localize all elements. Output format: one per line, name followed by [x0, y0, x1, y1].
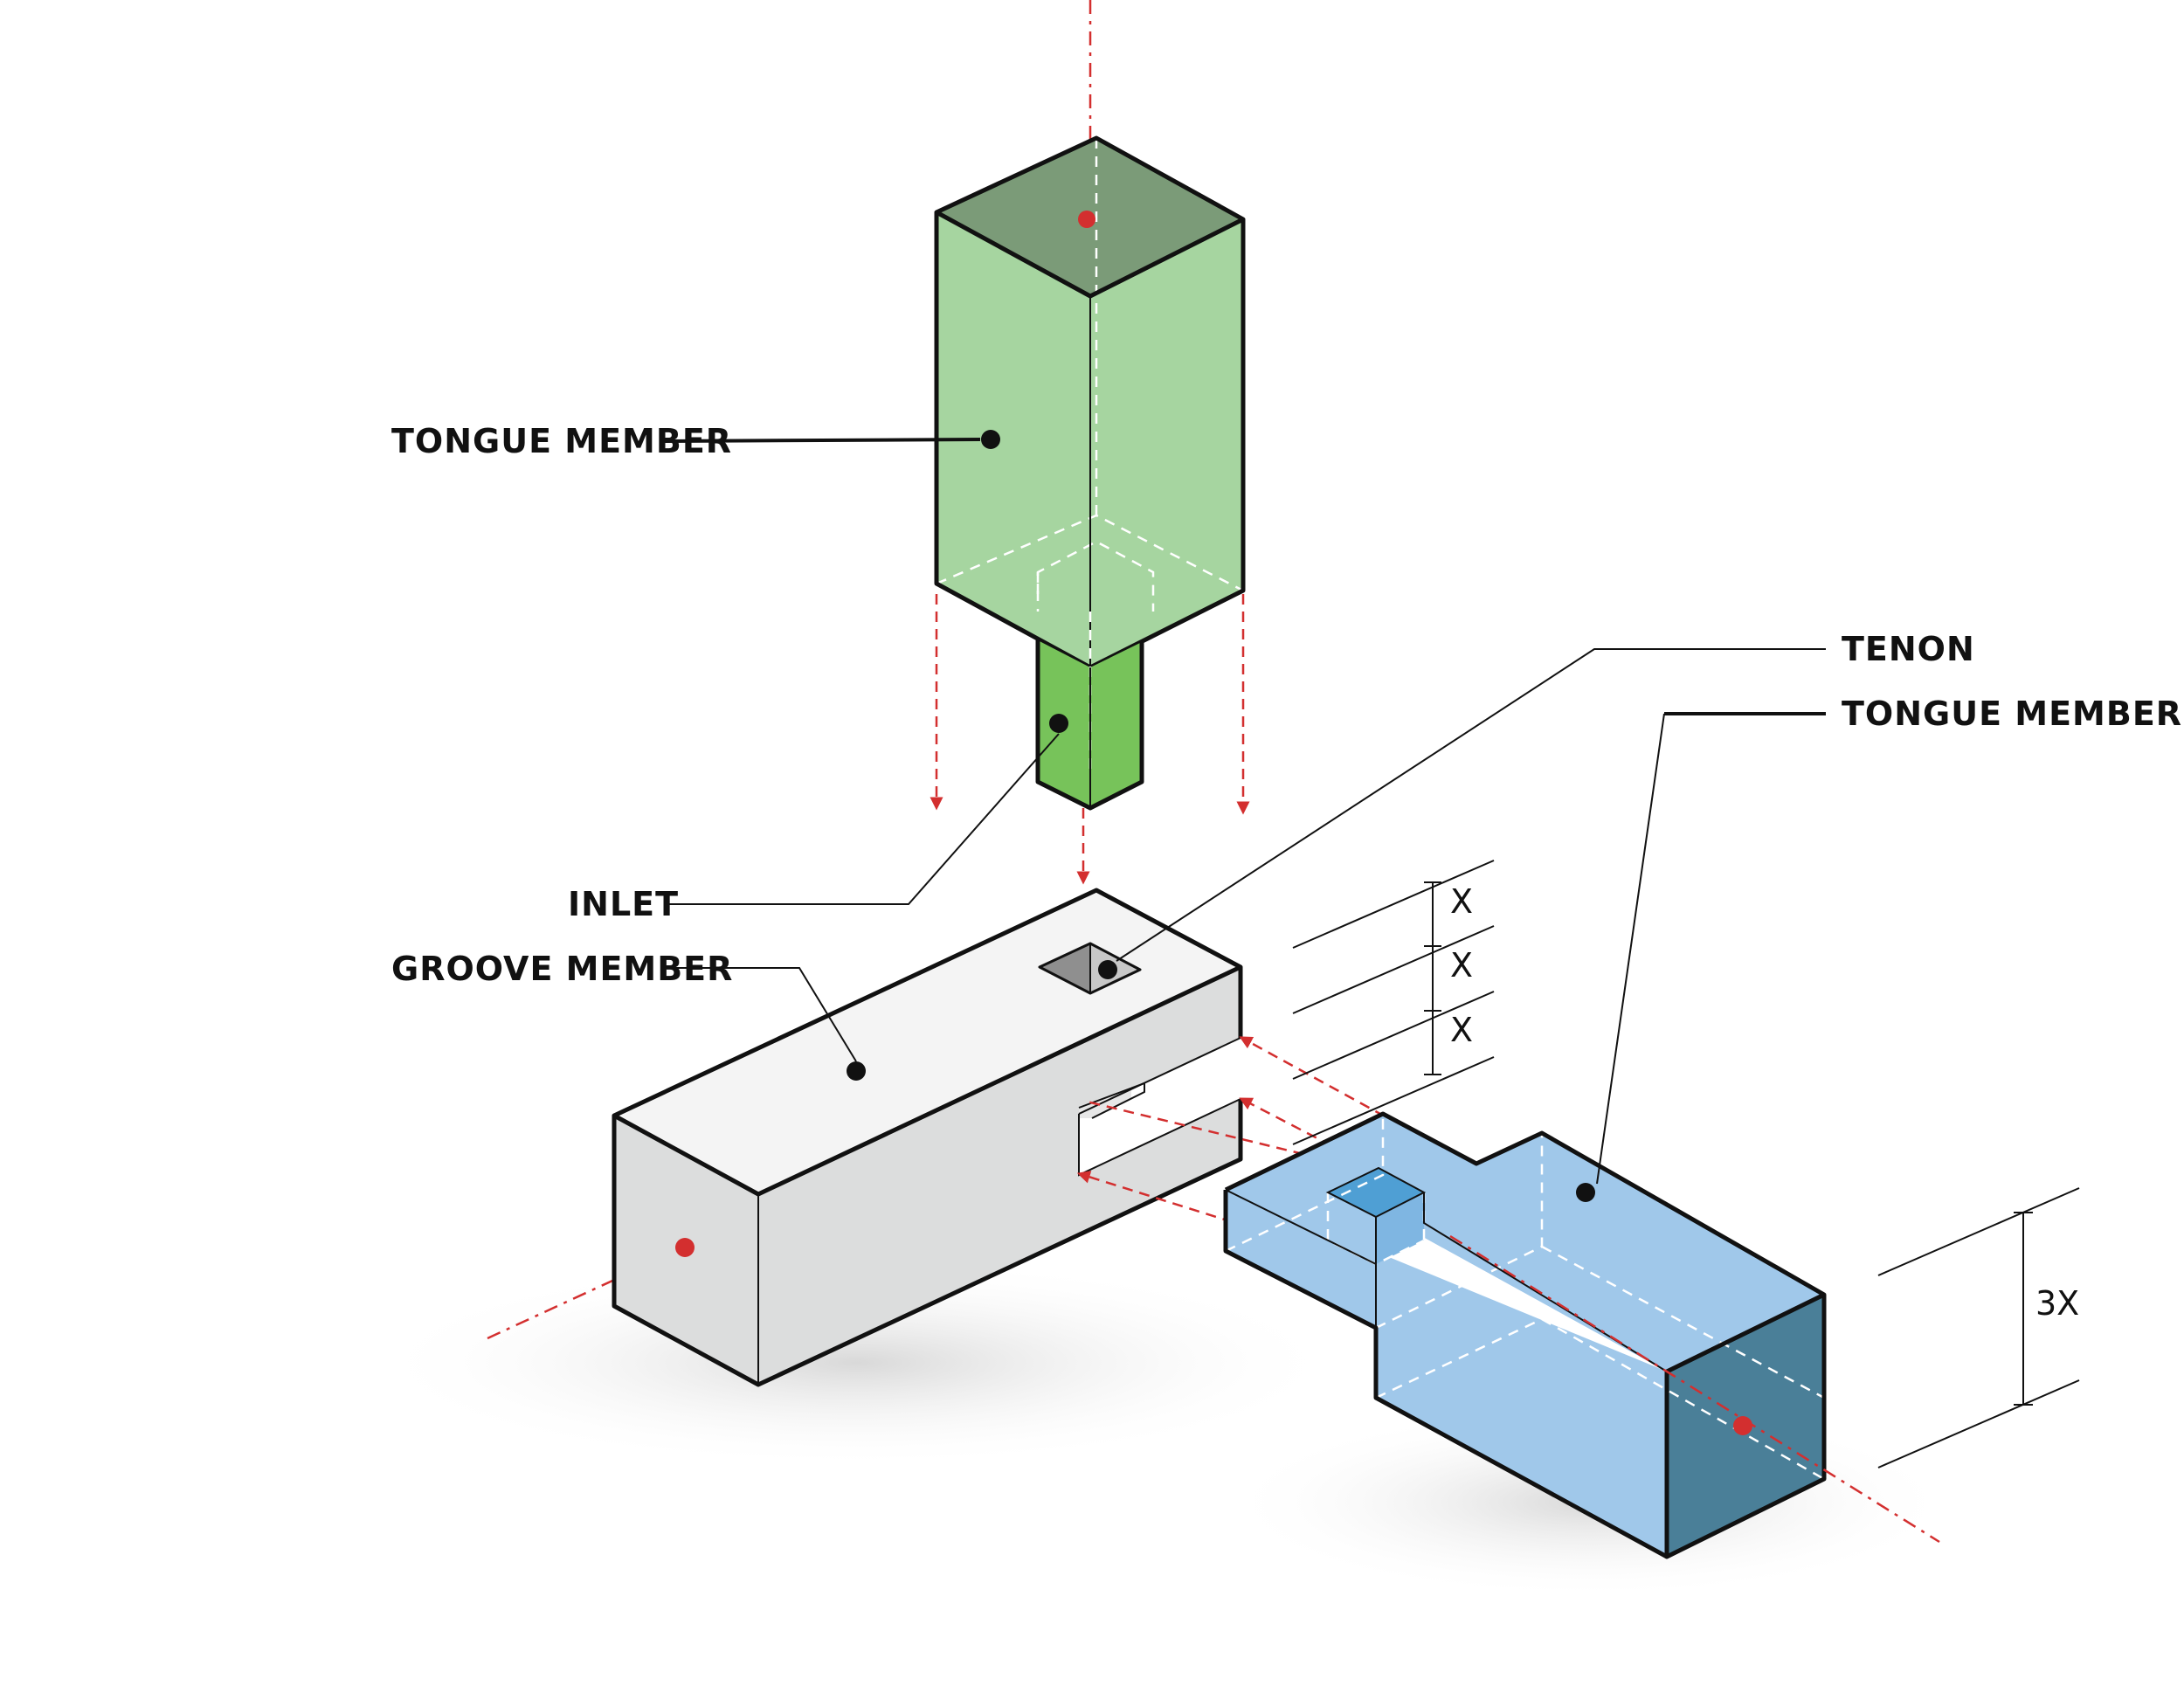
groove-slot [1079, 1038, 1241, 1175]
ground-shadow-groove [367, 1258, 1345, 1468]
dim-x-3: X [1450, 1011, 1473, 1049]
inlet-dot [1098, 960, 1117, 979]
tongue-member-horizontal [1223, 1111, 1940, 1559]
groove-side-face [758, 967, 1241, 1385]
blue-front-face-1 [1226, 1190, 1667, 1557]
label-tongue-member-top: TONGUE MEMBER [391, 422, 732, 460]
tongue-left-face [936, 212, 1090, 667]
tenon-right-face [1090, 642, 1142, 808]
groove-label-dot [847, 1061, 866, 1081]
leaders [663, 438, 1826, 1185]
dim-3x: 3X [2035, 1284, 2079, 1323]
blue-center-dot [1733, 1416, 1752, 1435]
tongue-label-dot [981, 430, 1000, 449]
label-groove-member: GROOVE MEMBER [391, 950, 733, 988]
dim-x-2: X [1450, 946, 1473, 985]
tongue-member-vertical [930, 0, 1250, 885]
blue-label-dot [1576, 1183, 1595, 1202]
dimension-3x: 3X [1877, 1187, 2080, 1468]
dimension-x-stack: X X X [1292, 860, 1495, 1145]
groove-center-dot [675, 1238, 695, 1257]
label-tenon: TENON [1842, 630, 1975, 668]
label-inlet: INLET [568, 885, 679, 923]
dim-x-1: X [1450, 882, 1473, 921]
tongue-center-dot [1078, 211, 1095, 228]
tongue-right-face [1090, 219, 1243, 667]
label-tongue-member-right: TONGUE MEMBER [1842, 695, 2182, 733]
tenon-dot [1049, 714, 1068, 733]
